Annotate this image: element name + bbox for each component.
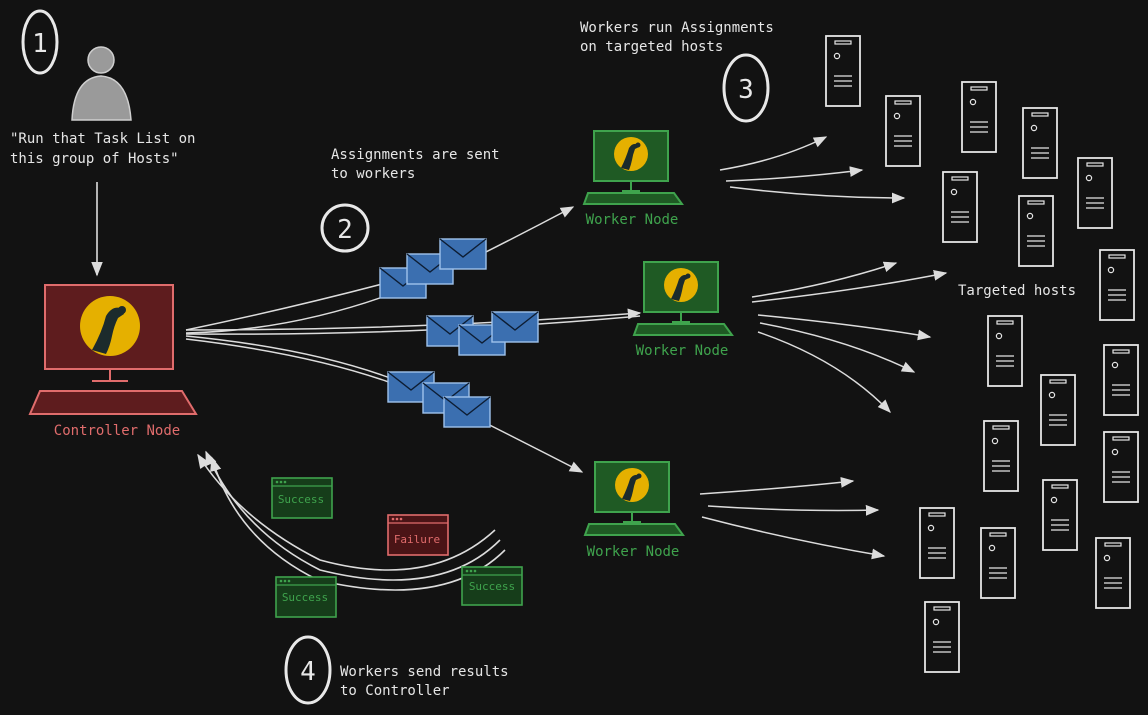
result-arrows	[197, 450, 506, 591]
targeted-hosts-label: Targeted hosts	[958, 283, 1076, 299]
step4-line1: Workers send results	[340, 664, 509, 680]
server-icon	[1095, 537, 1131, 609]
worker-label-1: Worker Node	[586, 212, 679, 228]
svg-text:4: 4	[300, 657, 316, 687]
step2-line2: to workers	[331, 166, 415, 182]
user-icon	[71, 46, 132, 121]
server-icon	[1040, 374, 1076, 446]
result-window-success-3: Success	[461, 566, 523, 606]
step4-line2: to Controller	[340, 683, 450, 699]
step1-badge: 1	[21, 9, 59, 75]
svg-text:2: 2	[337, 215, 353, 245]
svg-text:Success: Success	[282, 591, 328, 604]
envelope-group-3	[387, 371, 491, 428]
step2-badge: 2	[320, 203, 370, 253]
worker-label-2: Worker Node	[636, 343, 729, 359]
step3-line2: on targeted hosts	[580, 39, 723, 55]
server-icon	[1042, 479, 1078, 551]
step4-badge: 4	[284, 635, 332, 705]
controller-node	[28, 284, 198, 415]
svg-text:1: 1	[32, 29, 48, 59]
server-icon	[1077, 157, 1113, 229]
server-icon	[961, 81, 997, 153]
envelope-group-2	[426, 311, 539, 356]
server-icon	[987, 315, 1023, 387]
server-icon	[924, 601, 960, 673]
step3-line1: Workers run Assignments	[580, 20, 774, 36]
svg-text:3: 3	[738, 75, 754, 105]
worker-node-1	[584, 131, 682, 204]
server-icon	[919, 507, 955, 579]
server-icon	[980, 527, 1016, 599]
step2-line1: Assignments are sent	[331, 147, 500, 163]
user-quote-line1: "Run that Task List on	[10, 131, 195, 147]
step3-badge: 3	[722, 53, 770, 123]
result-window-success-2: Success	[275, 576, 337, 618]
controller-label: Controller Node	[54, 423, 180, 439]
worker-label-3: Worker Node	[587, 544, 680, 560]
server-icon	[942, 171, 978, 243]
server-icon	[1022, 107, 1058, 179]
svg-text:Success: Success	[278, 493, 324, 506]
worker-node-2	[634, 262, 732, 335]
server-icon	[1103, 344, 1139, 416]
server-icon	[983, 420, 1019, 492]
svg-text:Success: Success	[469, 580, 515, 593]
assignment-arrows	[185, 206, 642, 473]
worker-host-arrows	[699, 136, 948, 560]
result-window-success-1: Success	[271, 477, 333, 519]
result-window-failure: Failure	[387, 514, 449, 556]
server-icon	[825, 35, 861, 107]
svg-text:Failure: Failure	[394, 533, 440, 546]
server-icon	[1099, 249, 1135, 321]
worker-node-3	[585, 462, 683, 535]
server-icon	[1018, 195, 1054, 267]
server-icon	[885, 95, 921, 167]
envelope-group-1	[379, 238, 487, 299]
user-quote-line2: this group of Hosts"	[10, 151, 179, 167]
server-icon	[1103, 431, 1139, 503]
